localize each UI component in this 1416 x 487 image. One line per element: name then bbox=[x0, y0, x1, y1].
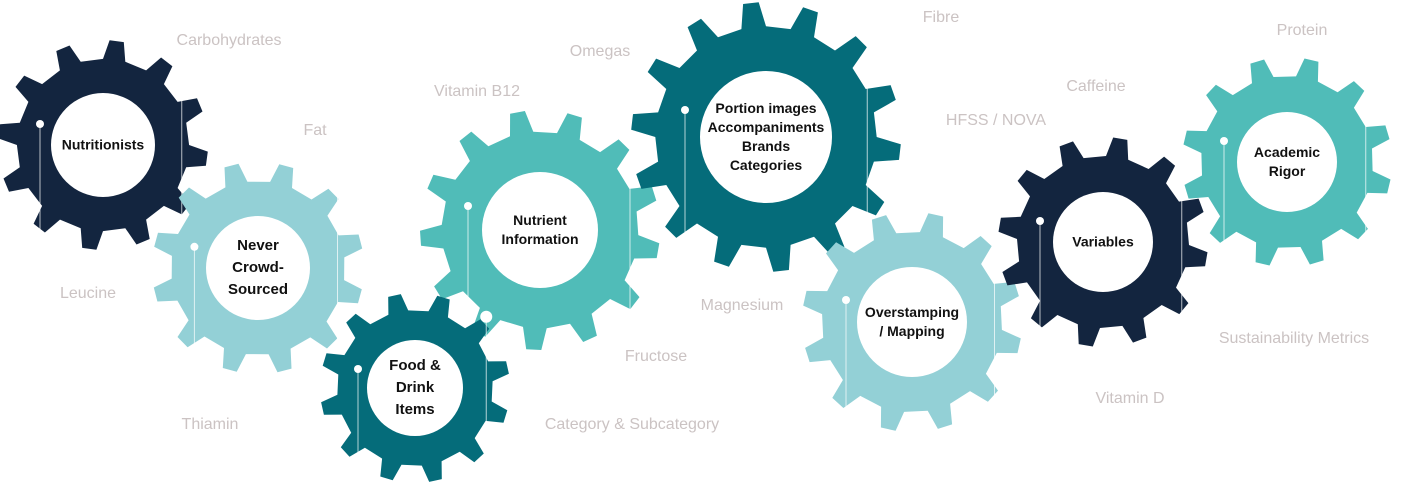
gear-label-line: Information bbox=[501, 231, 579, 247]
label-vitamin-b12: Vitamin B12 bbox=[434, 83, 520, 100]
gear-label-line: Portion images bbox=[715, 100, 817, 116]
gear-label-line: Brands bbox=[741, 138, 791, 154]
circuit-node bbox=[354, 365, 362, 373]
gear-label-line: Rigor bbox=[1268, 163, 1306, 179]
gear-variables bbox=[998, 137, 1208, 347]
label-thiamin: Thiamin bbox=[181, 416, 239, 433]
label-caffeine: Caffeine bbox=[1066, 78, 1126, 95]
gear-never-crowd-sourced bbox=[153, 163, 363, 373]
gear-label-line: Crowd- bbox=[232, 259, 284, 276]
label-fat: Fat bbox=[303, 122, 327, 139]
gear-label-line: Nutrient bbox=[513, 212, 567, 228]
circuit-node bbox=[464, 202, 472, 210]
circuit-node bbox=[331, 182, 344, 195]
label-protein: Protein bbox=[1276, 22, 1328, 39]
label-vitamin-d: Vitamin D bbox=[1095, 390, 1165, 407]
gear-label-line: / Mapping bbox=[879, 323, 945, 339]
circuit-node bbox=[1036, 217, 1044, 225]
gear-hub bbox=[857, 267, 967, 377]
gear-label-line: Sourced bbox=[227, 281, 289, 298]
label-fructose: Fructose bbox=[624, 348, 688, 365]
gear-nutrient-information bbox=[420, 111, 660, 350]
gear-hub bbox=[700, 71, 832, 203]
circuit-node bbox=[36, 120, 44, 128]
gear-label-line: Items bbox=[395, 401, 435, 418]
label-magnesium: Magnesium bbox=[700, 297, 784, 314]
label-carbohydrates: Carbohydrates bbox=[176, 32, 282, 49]
circuit-node bbox=[1175, 157, 1188, 170]
circuit-node bbox=[842, 296, 850, 304]
gear-hub bbox=[367, 340, 463, 436]
gear-label-nutritionists: Nutritionists bbox=[62, 136, 144, 155]
circuit-node bbox=[861, 29, 874, 42]
gear-label-line: Drink bbox=[395, 379, 435, 396]
label-leucine: Leucine bbox=[59, 285, 117, 302]
gear-label-variables: Variables bbox=[1072, 233, 1134, 252]
label-hfss-nova: HFSS / NOVA bbox=[945, 112, 1047, 129]
gear-hub bbox=[206, 216, 310, 320]
gear-label-line: Accompaniments bbox=[707, 119, 825, 135]
circuit-node bbox=[624, 134, 636, 146]
gear-label-overstamping: Overstamping / Mapping bbox=[865, 303, 959, 341]
gear-label-line: Never bbox=[237, 237, 279, 254]
label-category-subcategory: Category & Subcategory bbox=[544, 416, 720, 433]
gear-label-line: Food & bbox=[389, 357, 441, 374]
label-fibre: Fibre bbox=[922, 9, 960, 26]
circuit-node bbox=[681, 106, 689, 114]
circuit-node bbox=[480, 310, 493, 323]
circuit-node bbox=[175, 60, 188, 73]
gear-label-line: Variables bbox=[1072, 233, 1134, 250]
gear-hub bbox=[51, 93, 155, 197]
gear-label-line: Categories bbox=[729, 157, 803, 173]
gear-nutritionists bbox=[0, 40, 208, 250]
gear-food-drink-items bbox=[321, 294, 509, 482]
circuit-node bbox=[1220, 137, 1228, 145]
gear-hub bbox=[1237, 112, 1337, 212]
gear-label-line: Nutritionists bbox=[61, 136, 145, 153]
gear-hub bbox=[1053, 192, 1153, 292]
label-sustainability-metrics: Sustainability Metrics bbox=[1218, 330, 1370, 347]
circuit-node bbox=[1359, 77, 1372, 90]
gear-hub bbox=[482, 172, 598, 288]
circuit-node bbox=[190, 242, 199, 251]
label-omegas: Omegas bbox=[569, 43, 631, 60]
gear-label-line: Academic bbox=[1253, 144, 1321, 160]
gear-academic-rigor bbox=[1183, 58, 1391, 266]
gear-overstamping bbox=[803, 213, 1021, 431]
gear-portion-images bbox=[631, 2, 901, 272]
gear-label-line: Overstamping bbox=[864, 304, 960, 320]
circuit-node bbox=[988, 233, 1001, 246]
